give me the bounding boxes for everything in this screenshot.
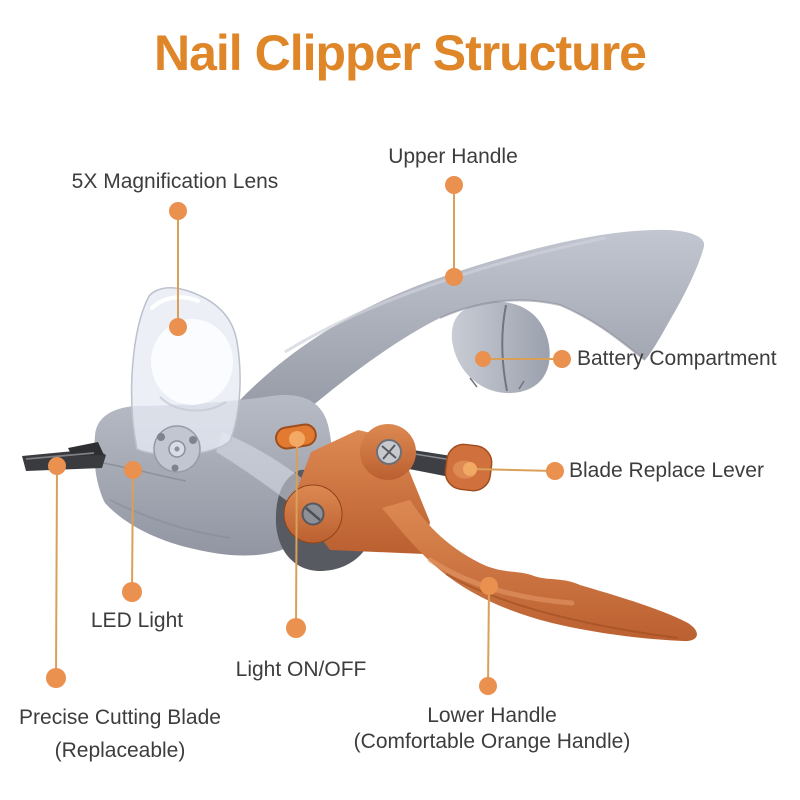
label-cutting-blade: Precise Cutting Blade (Replaceable) <box>19 701 221 767</box>
upper-handle-shape <box>229 229 705 453</box>
label-led-light: LED Light <box>91 608 183 634</box>
battery-compartment-shape <box>451 301 550 394</box>
callout-dots <box>46 176 571 695</box>
lower-handle-shape <box>283 424 697 642</box>
label-lower-handle-subtext: (Comfortable Orange Handle) <box>353 729 631 753</box>
label-upper-handle: Upper Handle <box>388 144 518 170</box>
label-cutting-blade-subtext: (Replaceable) <box>54 739 186 763</box>
label-light-on-off-text: Light ON/OFF <box>235 658 367 681</box>
label-cutting-blade-text: Precise Cutting Blade <box>19 706 221 729</box>
magnification-lens-shape <box>130 287 313 505</box>
label-upper-handle-text: Upper Handle <box>388 145 518 168</box>
label-blade-replace-lever: Blade Replace Lever <box>569 458 764 484</box>
label-magnification-lens-text: 5X Magnification Lens <box>71 170 279 193</box>
callout-lines <box>55 186 561 687</box>
label-led-light-text: LED Light <box>90 609 184 632</box>
label-lower-handle-text: Lower Handle <box>427 704 557 727</box>
label-magnification-lens: 5X Magnification Lens <box>72 169 279 195</box>
label-lower-handle: Lower Handle (Comfortable Orange Handle) <box>354 703 631 754</box>
page-title: Nail Clipper Structure <box>154 25 647 81</box>
label-battery-compartment: Battery Compartment <box>577 346 777 372</box>
cutting-blade-shape <box>22 442 106 471</box>
pivot-screw <box>153 425 201 473</box>
label-light-on-off: Light ON/OFF <box>236 657 367 683</box>
label-blade-replace-lever-text: Blade Replace Lever <box>569 459 764 482</box>
label-battery-compartment-text: Battery Compartment <box>577 347 777 370</box>
